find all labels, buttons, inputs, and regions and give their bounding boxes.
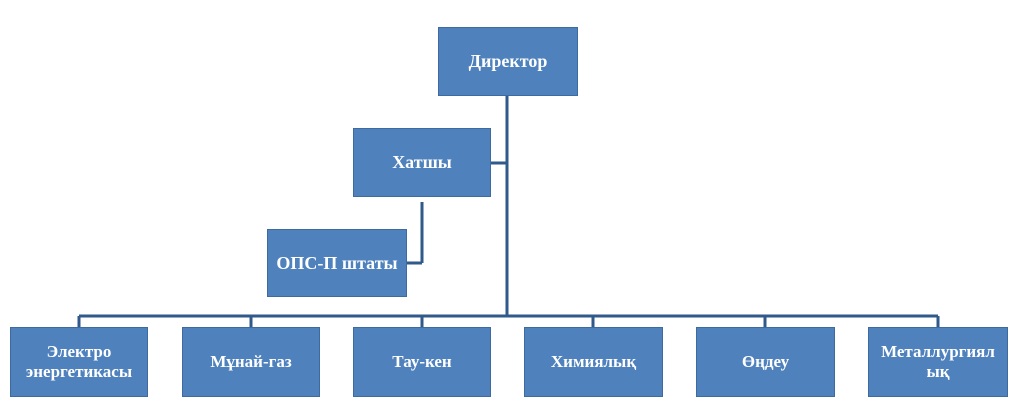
node-department-mining: Тау-кен — [353, 327, 491, 397]
node-director-label: Директор — [468, 51, 548, 72]
node-department-label: Металлургиял ық — [881, 342, 995, 381]
node-director: Директор — [438, 27, 578, 96]
node-secretary-label: Хатшы — [392, 152, 452, 173]
node-department-electro-energy: Электро энергетикасы — [10, 327, 148, 397]
node-department-processing: Өңдеу — [696, 327, 835, 397]
node-department-oil-gas: Мұнай-газ — [182, 327, 320, 397]
node-department-label: Мұнай-газ — [210, 352, 292, 372]
node-department-label: Өңдеу — [741, 352, 790, 372]
node-department-label: Электро энергетикасы — [25, 342, 133, 381]
node-department-label: Химиялық — [550, 352, 637, 372]
node-department-metallurgical: Металлургиял ық — [868, 327, 1008, 397]
node-staff-label: ОПС-П штаты — [276, 252, 398, 273]
node-department-label: Тау-кен — [392, 352, 452, 372]
node-secretary: Хатшы — [353, 128, 491, 197]
node-department-chemical: Химиялық — [524, 327, 663, 397]
node-staff: ОПС-П штаты — [267, 229, 407, 297]
